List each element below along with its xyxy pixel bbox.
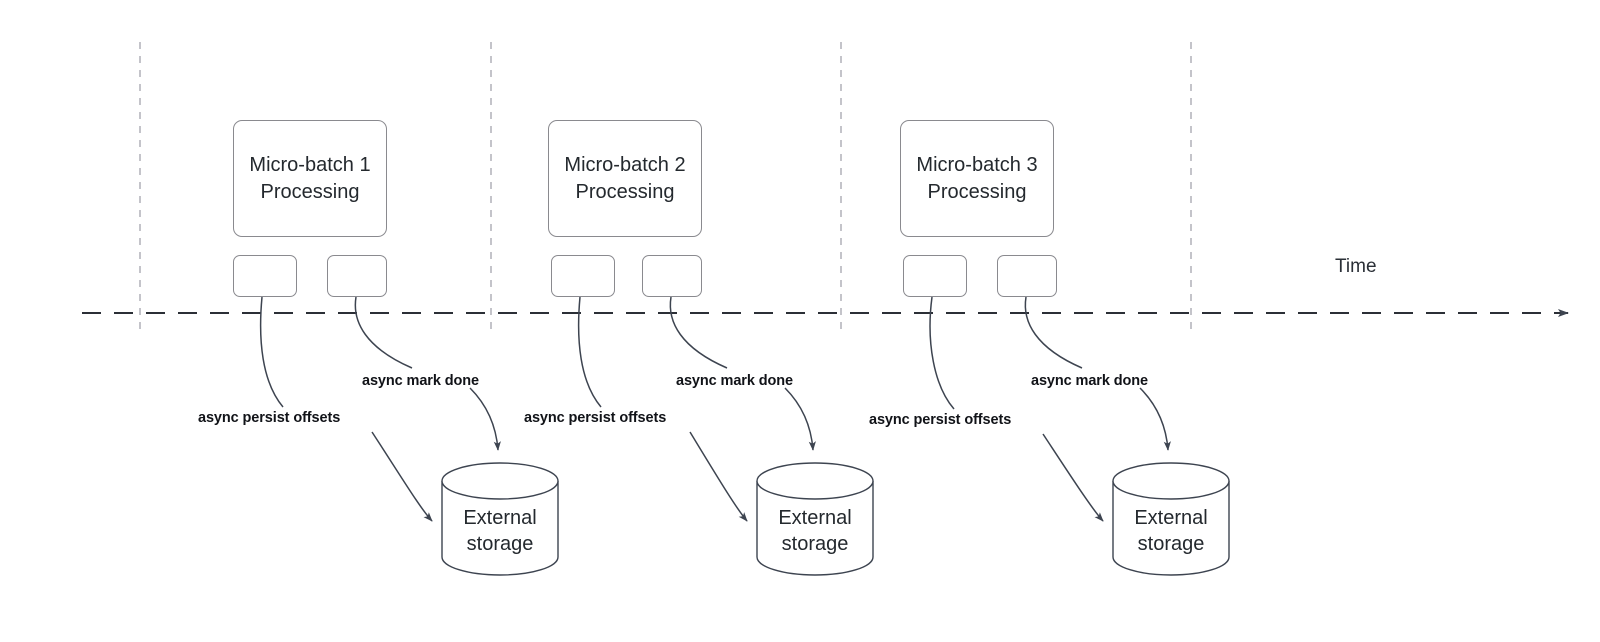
microbatch-1-label-line2: Processing bbox=[260, 180, 360, 203]
microbatch-1-processing-box[interactable]: Micro-batch 1 Processing bbox=[233, 120, 387, 237]
group-3-edges bbox=[929, 296, 1171, 522]
group-1-edges bbox=[259, 296, 501, 522]
edge-markdone-3-seg1 bbox=[1024, 296, 1083, 369]
divider-lines bbox=[139, 42, 1192, 330]
task-box-1b[interactable] bbox=[327, 255, 387, 297]
microbatch-2-label-line1: Micro-batch 2 bbox=[564, 154, 686, 177]
task-box-3b[interactable] bbox=[997, 255, 1057, 297]
edge-persist-1-seg1 bbox=[259, 296, 284, 408]
storage-cylinder-2 bbox=[756, 462, 874, 576]
edge-markdone-2-seg1 bbox=[669, 296, 728, 369]
edge-label-persist-offsets-1: async persist offsets bbox=[198, 410, 341, 426]
edge-persist-3-seg2 bbox=[1042, 433, 1104, 522]
task-box-1a[interactable] bbox=[233, 255, 297, 297]
edge-markdone-1-seg1 bbox=[354, 296, 413, 369]
task-box-2b[interactable] bbox=[642, 255, 702, 297]
task-box-2a[interactable] bbox=[551, 255, 615, 297]
edge-markdone-1-seg2 bbox=[469, 387, 501, 451]
edge-persist-3-seg1 bbox=[929, 296, 955, 410]
edge-label-mark-done-3: async mark done bbox=[1031, 373, 1148, 389]
microbatch-3-label-line2: Processing bbox=[927, 180, 1027, 203]
edge-label-mark-done-1: async mark done bbox=[362, 373, 479, 389]
storage-cylinder-3 bbox=[1112, 462, 1230, 576]
group-2-edges bbox=[577, 296, 816, 522]
edge-persist-2-seg2 bbox=[689, 431, 748, 522]
edge-label-persist-offsets-3: async persist offsets bbox=[869, 412, 1012, 428]
microbatch-2-processing-box[interactable]: Micro-batch 2 Processing bbox=[548, 120, 702, 237]
microbatch-3-processing-box[interactable]: Micro-batch 3 Processing bbox=[900, 120, 1054, 237]
microbatch-2-label-line2: Processing bbox=[575, 180, 675, 203]
edge-markdone-3-seg2 bbox=[1139, 387, 1171, 451]
edge-persist-2-seg1 bbox=[577, 296, 602, 408]
edge-persist-1-seg2 bbox=[371, 431, 433, 522]
time-axis-label: Time bbox=[1335, 256, 1377, 277]
edge-markdone-2-seg2 bbox=[784, 387, 816, 451]
task-box-3a[interactable] bbox=[903, 255, 967, 297]
microbatch-1-label-line1: Micro-batch 1 bbox=[249, 154, 371, 177]
microbatch-3-label-line1: Micro-batch 3 bbox=[916, 154, 1038, 177]
edge-label-persist-offsets-2: async persist offsets bbox=[524, 410, 667, 426]
storage-cylinder-1 bbox=[441, 462, 559, 576]
edge-label-mark-done-2: async mark done bbox=[676, 373, 793, 389]
